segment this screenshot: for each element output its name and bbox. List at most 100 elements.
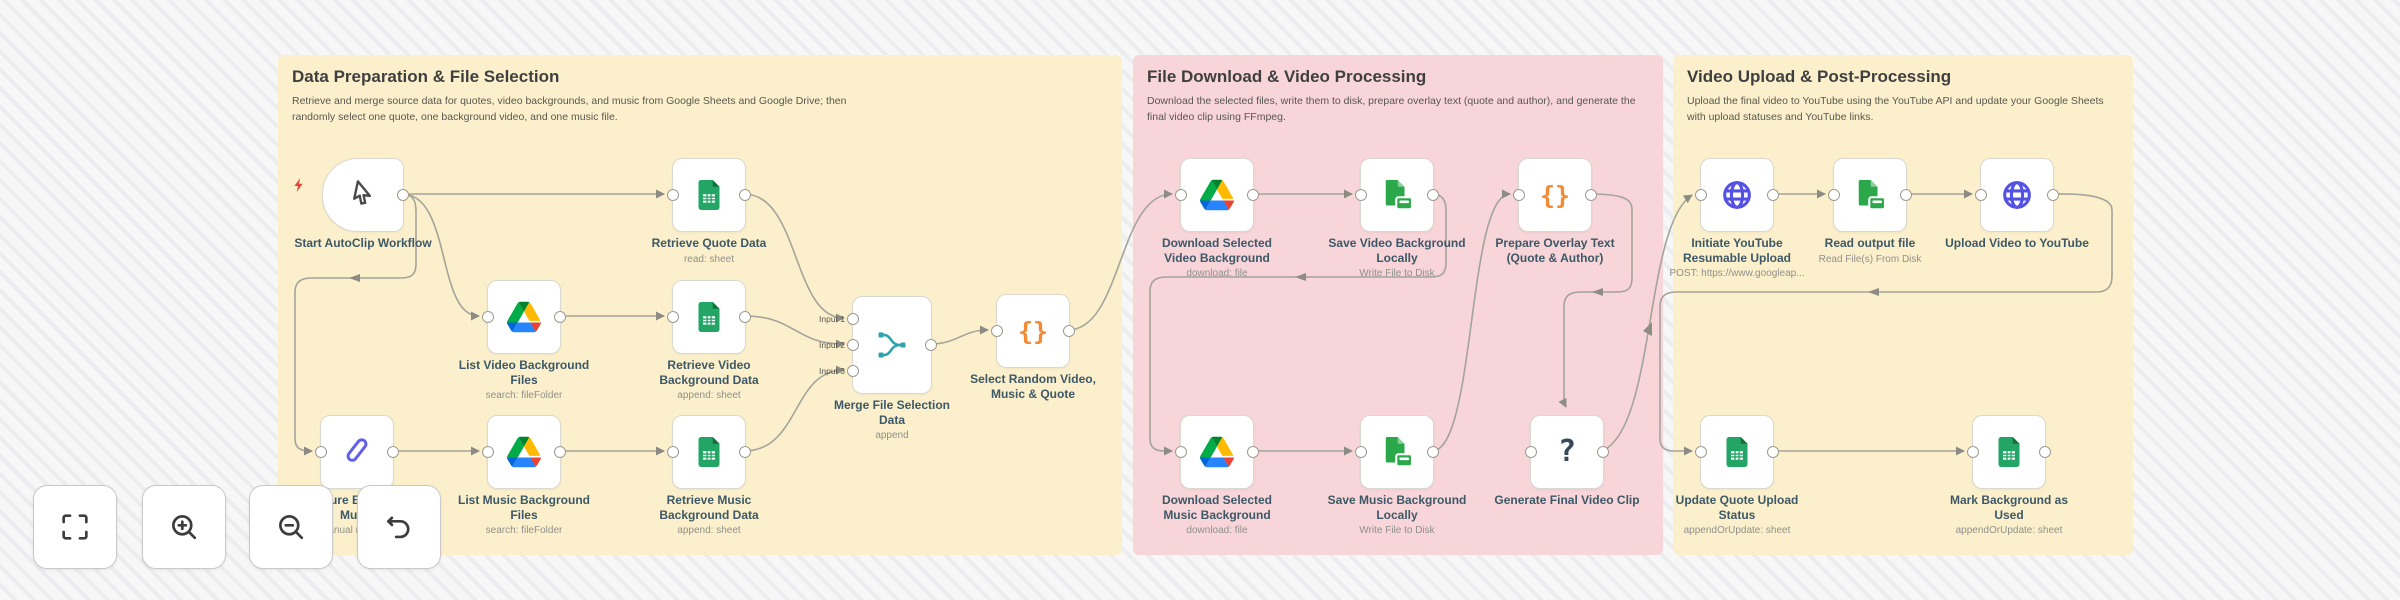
node-download-selected-music-background[interactable]: Download Selected Music Background downl… bbox=[1162, 415, 1272, 536]
node-box[interactable] bbox=[1695, 158, 1779, 232]
node-subtitle: append: sheet bbox=[677, 390, 741, 402]
input-port[interactable] bbox=[1967, 446, 1979, 458]
node-box[interactable] bbox=[1355, 158, 1439, 232]
node-list-music-background-files[interactable]: List Music Background Files search: file… bbox=[458, 415, 590, 536]
node-box[interactable] bbox=[667, 280, 751, 354]
output-port[interactable] bbox=[739, 311, 751, 323]
node-subtitle: Read File(s) From Disk bbox=[1818, 253, 1922, 265]
node-subtitle: download: file bbox=[1186, 525, 1248, 537]
output-port[interactable] bbox=[1597, 446, 1609, 458]
node-list-video-background-files[interactable]: List Video Background Files search: file… bbox=[459, 280, 589, 401]
input-port[interactable] bbox=[1975, 189, 1987, 201]
node-retrieve-video-background-data[interactable]: Retrieve Video Background Data append: s… bbox=[659, 280, 759, 401]
node-subtitle: Write File to Disk bbox=[1359, 268, 1435, 280]
node-read-output-file[interactable]: Read output file Read File(s) From Disk bbox=[1819, 158, 1921, 265]
node-subtitle: read: sheet bbox=[683, 253, 735, 265]
node-label: Select Random Video, Music & Quote bbox=[970, 372, 1096, 401]
output-port[interactable] bbox=[1427, 189, 1439, 201]
output-port[interactable] bbox=[397, 189, 409, 201]
output-port[interactable] bbox=[554, 311, 566, 323]
node-box[interactable] bbox=[1975, 158, 2059, 232]
input-port[interactable] bbox=[315, 446, 327, 458]
output-port[interactable] bbox=[925, 339, 937, 351]
output-port[interactable] bbox=[1063, 325, 1075, 337]
output-port[interactable] bbox=[1767, 189, 1779, 201]
node-download-selected-video-background[interactable]: Download Selected Video Background downl… bbox=[1162, 158, 1272, 279]
output-port[interactable] bbox=[1247, 446, 1259, 458]
node-box[interactable]: {} bbox=[991, 294, 1075, 368]
sticky-description: Retrieve and merge source data for quote… bbox=[292, 95, 847, 123]
node-box[interactable] bbox=[1967, 415, 2051, 489]
input-port[interactable] bbox=[1513, 189, 1525, 201]
node-prepare-overlay-text[interactable]: {} Prepare Overlay Text (Quote & Author) bbox=[1495, 158, 1615, 265]
output-port[interactable] bbox=[554, 446, 566, 458]
node-save-music-background-locally[interactable]: Save Music Background Locally Write File… bbox=[1328, 415, 1466, 536]
node-initiate-youtube-resumable-upload[interactable]: Initiate YouTube Resumable Upload POST: … bbox=[1669, 158, 1805, 279]
node-subtitle: appendOrUpdate: sheet bbox=[1955, 525, 2063, 537]
input-port[interactable] bbox=[1355, 446, 1367, 458]
node-mark-background-as-used[interactable]: Mark Background as Used appendOrUpdate: … bbox=[1950, 415, 2068, 536]
output-port[interactable] bbox=[739, 446, 751, 458]
node-start-autoclip-workflow[interactable]: Start AutoClip Workflow bbox=[294, 158, 432, 250]
node-retrieve-quote-data[interactable]: Retrieve Quote Data read: sheet bbox=[652, 158, 766, 265]
output-port[interactable] bbox=[1427, 446, 1439, 458]
input-port[interactable] bbox=[1695, 189, 1707, 201]
node-select-random-video-music-quote[interactable]: {} Select Random Video, Music & Quote bbox=[970, 294, 1096, 401]
node-upload-video-to-youtube[interactable]: Upload Video to YouTube bbox=[1945, 158, 2089, 250]
output-port[interactable] bbox=[1767, 446, 1779, 458]
node-box[interactable] bbox=[667, 415, 751, 489]
node-box[interactable] bbox=[315, 415, 399, 489]
input-port[interactable] bbox=[1355, 189, 1367, 201]
input-port[interactable] bbox=[667, 189, 679, 201]
input-port[interactable] bbox=[1828, 189, 1840, 201]
node-box[interactable]: {} bbox=[1513, 158, 1597, 232]
node-box[interactable]: ? bbox=[1525, 415, 1609, 489]
node-box[interactable] bbox=[1175, 415, 1259, 489]
node-box[interactable]: Input 1 Input 2 Input 3 bbox=[819, 296, 937, 394]
node-box[interactable] bbox=[482, 415, 566, 489]
output-port[interactable] bbox=[1900, 189, 1912, 201]
zoom-to-fit-icon bbox=[62, 514, 88, 540]
output-port[interactable] bbox=[2047, 189, 2059, 201]
node-retrieve-music-background-data[interactable]: Retrieve Music Background Data append: s… bbox=[659, 415, 759, 536]
input-port[interactable] bbox=[991, 325, 1003, 337]
node-box[interactable] bbox=[1355, 415, 1439, 489]
question-icon: ? bbox=[1557, 434, 1577, 469]
input-port[interactable] bbox=[482, 311, 494, 323]
node-configure-background-music[interactable]: Configure Background Music manual mappin… bbox=[292, 415, 422, 536]
input-port[interactable] bbox=[1695, 446, 1707, 458]
input-port[interactable] bbox=[482, 446, 494, 458]
sticky-description: Download the selected files, write them … bbox=[1147, 95, 1636, 123]
node-box[interactable] bbox=[1828, 158, 1912, 232]
node-merge-file-selection-data[interactable]: Input 1 Input 2 Input 3 Merge File Selec… bbox=[819, 296, 950, 441]
undo-button[interactable] bbox=[357, 485, 441, 569]
input-port[interactable] bbox=[667, 446, 679, 458]
node-box[interactable] bbox=[322, 158, 409, 232]
node-update-quote-upload-status[interactable]: Update Quote Upload Status appendOrUpdat… bbox=[1676, 415, 1798, 536]
output-port[interactable] bbox=[387, 446, 399, 458]
node-box[interactable] bbox=[667, 158, 751, 232]
output-port[interactable] bbox=[1247, 189, 1259, 201]
zoom-out-button[interactable] bbox=[249, 485, 333, 569]
output-port[interactable] bbox=[739, 189, 751, 201]
node-box[interactable] bbox=[482, 280, 566, 354]
zoom-in-button[interactable] bbox=[142, 485, 226, 569]
input-port-1[interactable] bbox=[847, 313, 859, 325]
input-port[interactable] bbox=[1525, 446, 1537, 458]
output-port[interactable] bbox=[1585, 189, 1597, 201]
node-subtitle: search: fileFolder bbox=[485, 525, 563, 537]
node-box[interactable] bbox=[1695, 415, 1779, 489]
node-label: Retrieve Music Background Data bbox=[659, 493, 759, 522]
input-port[interactable] bbox=[1175, 189, 1187, 201]
zoom-to-fit-button[interactable] bbox=[33, 485, 117, 569]
output-port[interactable] bbox=[2039, 446, 2051, 458]
node-box[interactable] bbox=[1175, 158, 1259, 232]
input-port-2[interactable] bbox=[847, 339, 859, 351]
input-port-3[interactable] bbox=[847, 365, 859, 377]
node-label: Merge File Selection Data bbox=[833, 398, 951, 427]
node-save-video-background-locally[interactable]: Save Video Background Locally Write File… bbox=[1328, 158, 1466, 279]
input-port[interactable] bbox=[1175, 446, 1187, 458]
input-port[interactable] bbox=[667, 311, 679, 323]
node-generate-final-video-clip[interactable]: ? Generate Final Video Clip bbox=[1494, 415, 1640, 507]
